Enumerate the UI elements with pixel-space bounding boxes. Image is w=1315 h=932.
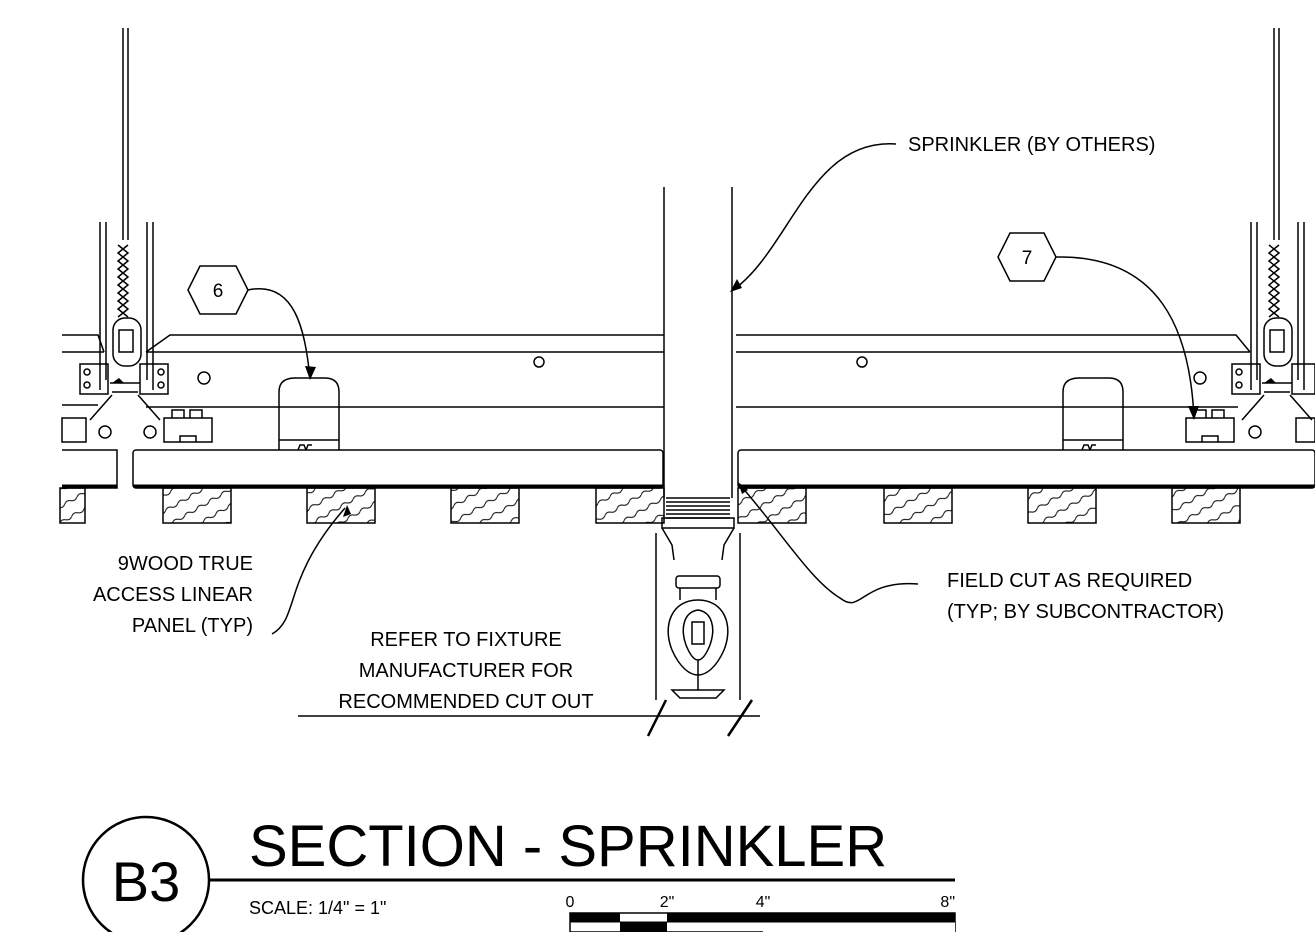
keynote-6-label: 6 bbox=[213, 281, 224, 302]
cutout-callout-line3: RECOMMENDED CUT OUT bbox=[338, 691, 593, 713]
panel-clip-right bbox=[1062, 377, 1124, 451]
wood-blades bbox=[59, 487, 1241, 524]
scale-tick-2: 2" bbox=[660, 894, 675, 911]
detail-id: B3 bbox=[112, 850, 181, 913]
leader-lines bbox=[247, 143, 1195, 737]
scale-tick-4: 4" bbox=[756, 894, 771, 911]
field-cut-callout-line1: FIELD CUT AS REQUIRED bbox=[947, 570, 1192, 592]
keynote-7: 7 bbox=[997, 232, 1057, 282]
field-cut-callout-line2: (TYP; BY SUBCONTRACTOR) bbox=[947, 601, 1224, 623]
sprinkler-callout: SPRINKLER (BY OTHERS) bbox=[908, 134, 1155, 156]
cutout-callout-line1: REFER TO FIXTURE bbox=[370, 629, 562, 651]
right-hanger-clip-marker bbox=[1264, 378, 1276, 383]
keynote-6: 6 bbox=[187, 265, 249, 315]
scale-bar bbox=[569, 912, 956, 932]
scale-tick-0: 0 bbox=[566, 894, 575, 911]
left-hanger-clip-marker bbox=[112, 378, 124, 383]
leader-arrowheads bbox=[305, 279, 1199, 517]
scale-tick-8: 8" bbox=[940, 894, 955, 911]
left-hanger-assembly bbox=[61, 28, 213, 443]
right-hanger-assembly bbox=[1185, 28, 1315, 443]
keynote-7-label: 7 bbox=[1022, 248, 1033, 269]
panel-callout-line1: 9WOOD TRUE bbox=[118, 553, 253, 575]
cutout-callout-line2: MANUFACTURER FOR bbox=[359, 660, 573, 682]
detail-title: SECTION - SPRINKLER bbox=[249, 814, 887, 879]
linear-panels bbox=[62, 449, 1315, 489]
carrier-channel bbox=[62, 334, 1251, 408]
panel-clip-left bbox=[278, 377, 340, 451]
title-block: B3 SECTION - SPRINKLER SCALE: 1/4" = 1" … bbox=[81, 814, 956, 932]
sprinkler-assembly bbox=[655, 187, 741, 700]
scale-text: SCALE: 1/4" = 1" bbox=[249, 898, 386, 918]
panel-callout-line2: ACCESS LINEAR bbox=[93, 584, 253, 606]
panel-callout-line3: PANEL (TYP) bbox=[132, 615, 253, 637]
